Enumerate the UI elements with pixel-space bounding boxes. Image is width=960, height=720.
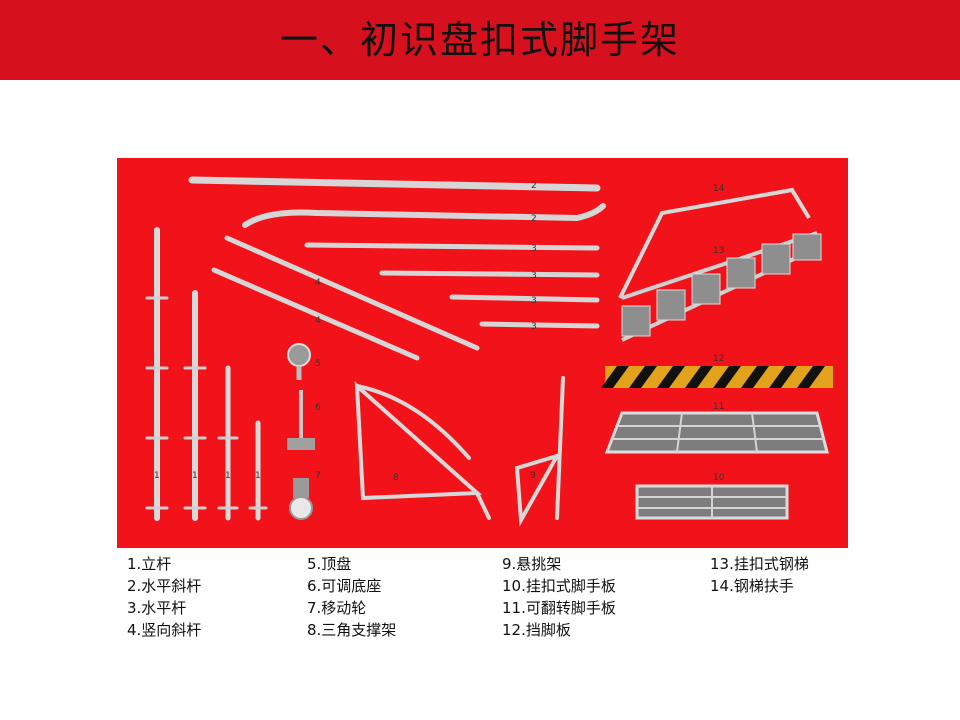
label-3c: 3: [531, 296, 537, 306]
label-4a: 4: [315, 278, 321, 288]
steel-ladder: [618, 187, 822, 342]
legend-item: 1.立杆: [127, 555, 172, 573]
legend-column-3: 9.悬挑架 10.挂扣式脚手板 11.可翻转脚手板 12.挡脚板: [502, 553, 616, 641]
horizontal-diagonal-rods: [188, 176, 606, 228]
vertical-diagonal-rods: [211, 235, 480, 361]
label-9: 9: [530, 471, 536, 481]
legend-item: 12.挡脚板: [502, 621, 571, 639]
label-11: 11: [713, 402, 724, 412]
label-3d: 3: [531, 322, 537, 332]
label-1c: 1: [225, 471, 231, 481]
photo-number-labels: 1 1 1 1 2 2 3 3 3 3 4 4 5 6 7 8 9 10 11 …: [154, 181, 725, 483]
legend-item: 6.可调底座: [307, 577, 382, 595]
label-5: 5: [315, 359, 321, 369]
legend-item: 10.挂扣式脚手板: [502, 577, 616, 595]
label-2b: 2: [531, 214, 537, 224]
vertical-poles: [145, 227, 268, 521]
horizontal-rods: [304, 242, 600, 329]
label-1d: 1: [255, 471, 261, 481]
label-3a: 3: [531, 244, 537, 254]
legend-column-4: 13.挂扣式钢梯 14.钢梯扶手: [710, 553, 809, 597]
label-1b: 1: [192, 471, 198, 481]
small-components: [287, 343, 315, 520]
legend-item: 7.移动轮: [307, 599, 367, 617]
label-2a: 2: [531, 181, 537, 191]
legend-item: 14.钢梯扶手: [710, 577, 794, 595]
page-title: 一、初识盘扣式脚手架: [279, 18, 680, 62]
legend-item: 4.竖向斜杆: [127, 621, 202, 639]
label-6: 6: [315, 403, 321, 413]
legend-item: 2.水平斜杆: [127, 577, 202, 595]
triangle-support-frame: [354, 381, 491, 520]
component-legend: 1.立杆 2.水平斜杆 3.水平杆 4.竖向斜杆 5.顶盘 6.可调底座 7.移…: [0, 553, 960, 653]
hook-on-scaffold-board: [635, 484, 789, 520]
label-14: 14: [713, 184, 725, 194]
label-3b: 3: [531, 271, 537, 281]
legend-item: 13.挂扣式钢梯: [710, 555, 809, 573]
label-4b: 4: [315, 316, 321, 326]
legend-column-2: 5.顶盘 6.可调底座 7.移动轮 8.三角支撑架: [307, 553, 396, 641]
label-12: 12: [713, 354, 724, 364]
legend-item: 11.可翻转脚手板: [502, 599, 616, 617]
label-13: 13: [713, 246, 724, 256]
reversible-scaffold-board: [604, 411, 829, 454]
legend-item: 5.顶盘: [307, 555, 352, 573]
label-7: 7: [315, 471, 321, 481]
legend-item: 3.水平杆: [127, 599, 187, 617]
label-10: 10: [713, 473, 725, 483]
cantilever-bracket: [514, 376, 565, 527]
ladder-handrail: [618, 187, 811, 299]
legend-item: 9.悬挑架: [502, 555, 562, 573]
label-8: 8: [393, 473, 399, 483]
legend-item: 8.三角支撑架: [307, 621, 397, 639]
legend-column-1: 1.立杆 2.水平斜杆 3.水平杆 4.竖向斜杆: [127, 553, 201, 641]
scaffold-components-photo: 1 1 1 1 2 2 3 3 3 3 4 4 5 6 7 8 9 10 11 …: [117, 158, 848, 548]
label-1a: 1: [154, 471, 160, 481]
title-bar: [0, 0, 960, 80]
toe-board: [601, 366, 833, 388]
